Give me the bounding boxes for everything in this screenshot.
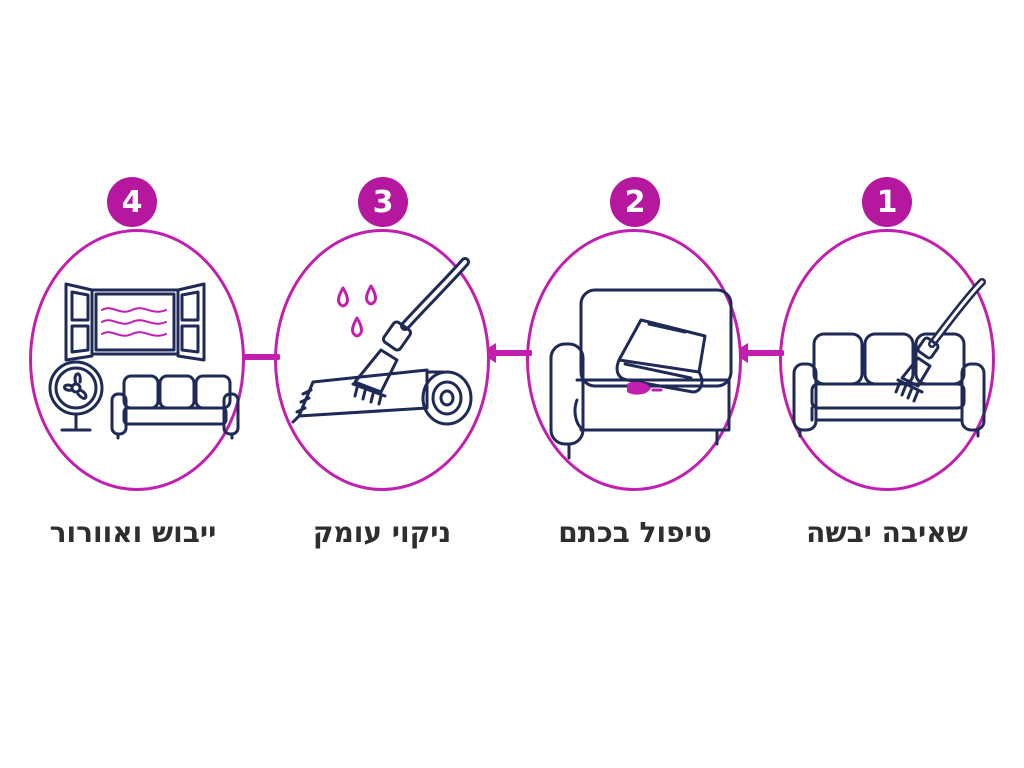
step-2-label: טיפול בכתם: [558, 516, 712, 549]
step-1-badge: 1: [862, 177, 912, 227]
step-4-badge: 4: [107, 177, 157, 227]
step-3-circle: [274, 229, 490, 491]
step-2-number: 2: [624, 184, 646, 220]
step-4-number: 4: [121, 184, 143, 220]
step-1-label: שאיבה יבשה: [806, 516, 968, 549]
step-1-circle: [779, 229, 995, 491]
step-2-circle: [526, 229, 742, 491]
window-fan-sofa-icon: [48, 282, 240, 440]
step-2-badge: 2: [610, 177, 660, 227]
towel-stain-sofa-icon: [549, 288, 733, 460]
step-4-circle: [29, 229, 245, 491]
step-3-number: 3: [372, 184, 394, 220]
vacuum-sofa-icon: [792, 278, 986, 438]
step-1-number: 1: [876, 184, 898, 220]
step-3-badge: 3: [358, 177, 408, 227]
step-4-label: ייבוש ואוורור: [49, 516, 217, 549]
step-3-label: ניקוי עומק: [312, 516, 452, 549]
deep-clean-rug-icon: [291, 257, 473, 426]
